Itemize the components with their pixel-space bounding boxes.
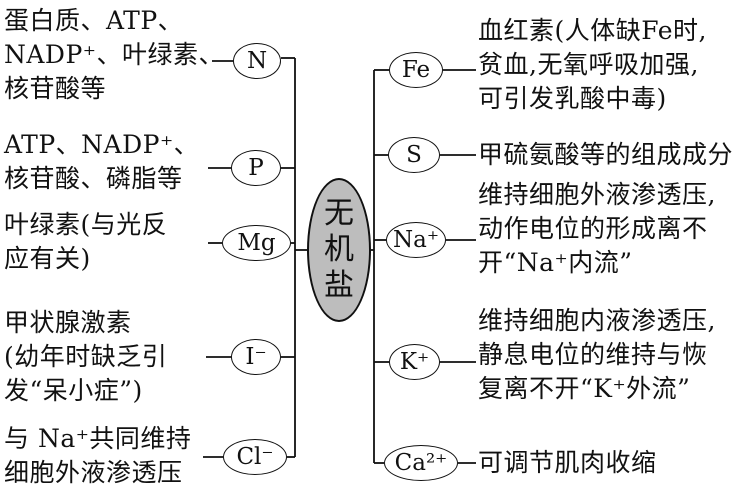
text-line: 动作电位的形成离不 xyxy=(478,214,708,243)
center-char: 盐 xyxy=(324,268,354,303)
text-line: 与 Na⁺共同维持 xyxy=(4,424,192,453)
text-line: 开“Na⁺内流” xyxy=(478,248,633,277)
left-text-n: 蛋白质、ATP、 NADP⁺、叶绿素、 核苷酸等 xyxy=(4,4,224,106)
node-s: S xyxy=(388,137,440,173)
text-line: NADP⁺、叶绿素、 xyxy=(4,40,224,69)
left-text-mg: 叶绿素(与光反 应有关) xyxy=(4,208,167,276)
node-ca: Ca²⁺ xyxy=(384,445,458,481)
center-node-inorganic-salt: 无 机 盐 xyxy=(307,178,371,322)
center-char: 机 xyxy=(324,232,354,267)
right-text-s: 甲硫氨酸等的组成成分 xyxy=(478,138,733,172)
text-line: 维持细胞内液渗透压, xyxy=(478,306,716,335)
text-line: 发“呆小症”) xyxy=(4,376,143,405)
left-text-cl: 与 Na⁺共同维持 细胞外液渗透压 xyxy=(4,422,191,490)
text-line: 可引发乳酸中毒) xyxy=(478,84,667,113)
text-line: 贫血,无氧呼吸加强, xyxy=(478,50,699,79)
text-line: 可调节肌肉收缩 xyxy=(478,448,657,477)
text-line: 核苷酸、磷脂等 xyxy=(4,164,183,193)
node-i: I⁻ xyxy=(231,339,281,375)
node-n: N xyxy=(233,43,281,79)
text-line: 静息电位的维持与恢 xyxy=(478,340,708,369)
text-line: 甲硫氨酸等的组成成分 xyxy=(478,140,734,169)
text-line: (幼年时缺乏引 xyxy=(4,342,168,371)
text-line: 甲状腺激素 xyxy=(4,308,132,337)
center-char: 无 xyxy=(324,196,354,231)
text-line: 细胞外液渗透压 xyxy=(4,458,183,487)
node-na: Na⁺ xyxy=(386,222,446,258)
node-cl: Cl⁻ xyxy=(223,439,287,475)
text-line: 复离不开“K⁺外流” xyxy=(478,374,691,403)
text-line: 血红素(人体缺Fe时, xyxy=(478,16,707,45)
text-line: 叶绿素(与光反 xyxy=(4,210,168,239)
text-line: 维持细胞外液渗透压, xyxy=(478,180,716,209)
text-line: 核苷酸等 xyxy=(4,74,107,103)
text-line: 蛋白质、ATP、 xyxy=(4,6,184,35)
node-mg: Mg xyxy=(222,225,291,261)
right-text-k: 维持细胞内液渗透压, 静息电位的维持与恢 复离不开“K⁺外流” xyxy=(478,304,716,406)
text-line: 应有关) xyxy=(4,244,91,273)
node-k: K⁺ xyxy=(389,344,440,380)
right-text-na: 维持细胞外液渗透压, 动作电位的形成离不 开“Na⁺内流” xyxy=(478,178,716,280)
text-line: ATP、NADP⁺、 xyxy=(4,130,200,159)
left-text-p: ATP、NADP⁺、 核苷酸、磷脂等 xyxy=(4,128,199,196)
node-p: P xyxy=(231,150,281,186)
left-text-i: 甲状腺激素 (幼年时缺乏引 发“呆小症”) xyxy=(4,306,167,408)
node-fe: Fe xyxy=(389,52,443,88)
right-text-ca: 可调节肌肉收缩 xyxy=(478,446,657,480)
right-text-fe: 血红素(人体缺Fe时, 贫血,无氧呼吸加强, 可引发乳酸中毒) xyxy=(478,14,707,116)
